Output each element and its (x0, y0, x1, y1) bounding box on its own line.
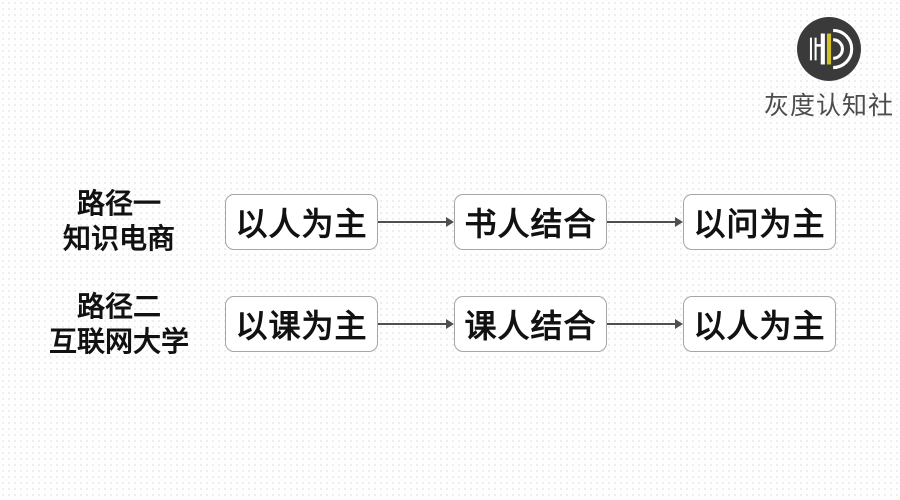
flow-box: 课人结合 (454, 296, 607, 352)
flow-box: 以人为主 (225, 194, 378, 250)
brand-block: 灰度认知社 (763, 16, 895, 122)
flow-box-label: 以问为主 (693, 206, 826, 242)
path-label-2-line1: 路径二 (76, 291, 161, 322)
flow-box-label: 以人为主 (235, 206, 368, 242)
flow-box-label: 以人为主 (693, 308, 826, 344)
arrow-right-icon (378, 319, 454, 329)
path-label-1-line1: 路径一 (76, 188, 161, 219)
flow-box-label: 课人结合 (464, 308, 597, 344)
path-label-1: 路径一 知识电商 (0, 186, 238, 256)
arrow-right-icon (607, 319, 683, 329)
flow-row-2: 以课为主 课人结合 以人为主 (225, 296, 836, 352)
arrow-right-icon (378, 217, 454, 227)
flow-box: 以问为主 (683, 194, 836, 250)
arrow-right-icon (607, 217, 683, 227)
flow-box: 书人结合 (454, 194, 607, 250)
arrow-head (446, 319, 454, 329)
flow-box: 以课为主 (225, 296, 378, 352)
path-label-2: 路径二 互联网大学 (0, 289, 238, 359)
arrow-head (675, 319, 683, 329)
arrow-line (607, 221, 676, 223)
flow-row-1: 以人为主 书人结合 以问为主 (225, 194, 836, 250)
arrow-head (675, 217, 683, 227)
arrow-head (446, 217, 454, 227)
arrow-line (378, 221, 447, 223)
flow-box-label: 书人结合 (464, 206, 597, 242)
arrow-line (607, 323, 676, 325)
arrow-line (378, 323, 447, 325)
path-label-1-line2: 知识电商 (62, 223, 175, 254)
flow-box-label: 以课为主 (235, 308, 368, 344)
brand-wordmark: 灰度认知社 (763, 92, 894, 120)
hd-logo-icon (797, 17, 861, 81)
path-label-2-line2: 互联网大学 (48, 326, 189, 357)
flow-box: 以人为主 (683, 296, 836, 352)
